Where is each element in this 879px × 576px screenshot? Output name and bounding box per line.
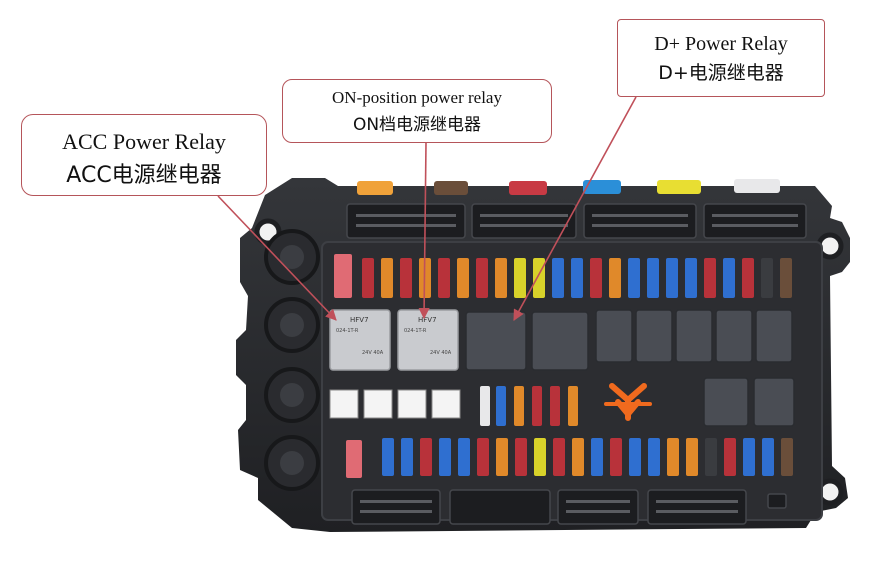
top-connector-row: [346, 203, 807, 239]
dplus-callout-chinese: D+电源继电器: [658, 62, 784, 84]
on-relay-model: 024-1T-R: [404, 328, 427, 334]
white-slots: [329, 389, 461, 419]
on-position-relay-callout: ON-position power relay ON档电源继电器: [282, 79, 552, 143]
dplus-callout-english: D+ Power Relay: [654, 33, 788, 55]
acc-relay-brand: HFV7: [350, 316, 369, 324]
dplus-arrow: [513, 96, 637, 321]
bottom-connector-pins: [360, 500, 738, 513]
acc-relay-rating: 24V 40A: [362, 350, 384, 356]
fuse-puller: [604, 383, 652, 421]
left-round-connectors: [264, 229, 320, 491]
on-callout-chinese: ON档电源继电器: [352, 115, 482, 135]
upper-fuse-row: [334, 254, 792, 298]
acc-arrow: [217, 195, 337, 321]
dplus-power-relay-callout: D+ Power Relay D+电源继电器: [617, 19, 825, 97]
bottom-connector-row: [351, 489, 787, 525]
middle-fuse-row: [480, 386, 578, 426]
top-fuse-row: [357, 179, 780, 195]
acc-callout-english: ACC Power Relay: [62, 129, 226, 154]
acc-relay-model: 024-1T-R: [336, 328, 359, 334]
on-position-power-relay: HFV7 024-1T-R 24V 40A: [397, 309, 459, 371]
lower-fuse-row: [346, 438, 793, 478]
dplus-power-relay: [465, 311, 527, 371]
top-connector-pins: [356, 214, 798, 227]
relay-bank: [531, 309, 795, 427]
acc-callout-chinese: ACC电源继电器: [66, 163, 222, 188]
acc-power-relay: HFV7 024-1T-R 24V 40A: [329, 309, 391, 371]
callout-arrows: [217, 96, 637, 321]
on-relay-brand: HFV7: [418, 316, 437, 324]
acc-power-relay-callout: ACC Power Relay ACC电源继电器: [21, 114, 267, 196]
on-callout-english: ON-position power relay: [332, 88, 502, 107]
on-relay-rating: 24V 40A: [430, 350, 452, 356]
on-arrow: [418, 142, 430, 320]
